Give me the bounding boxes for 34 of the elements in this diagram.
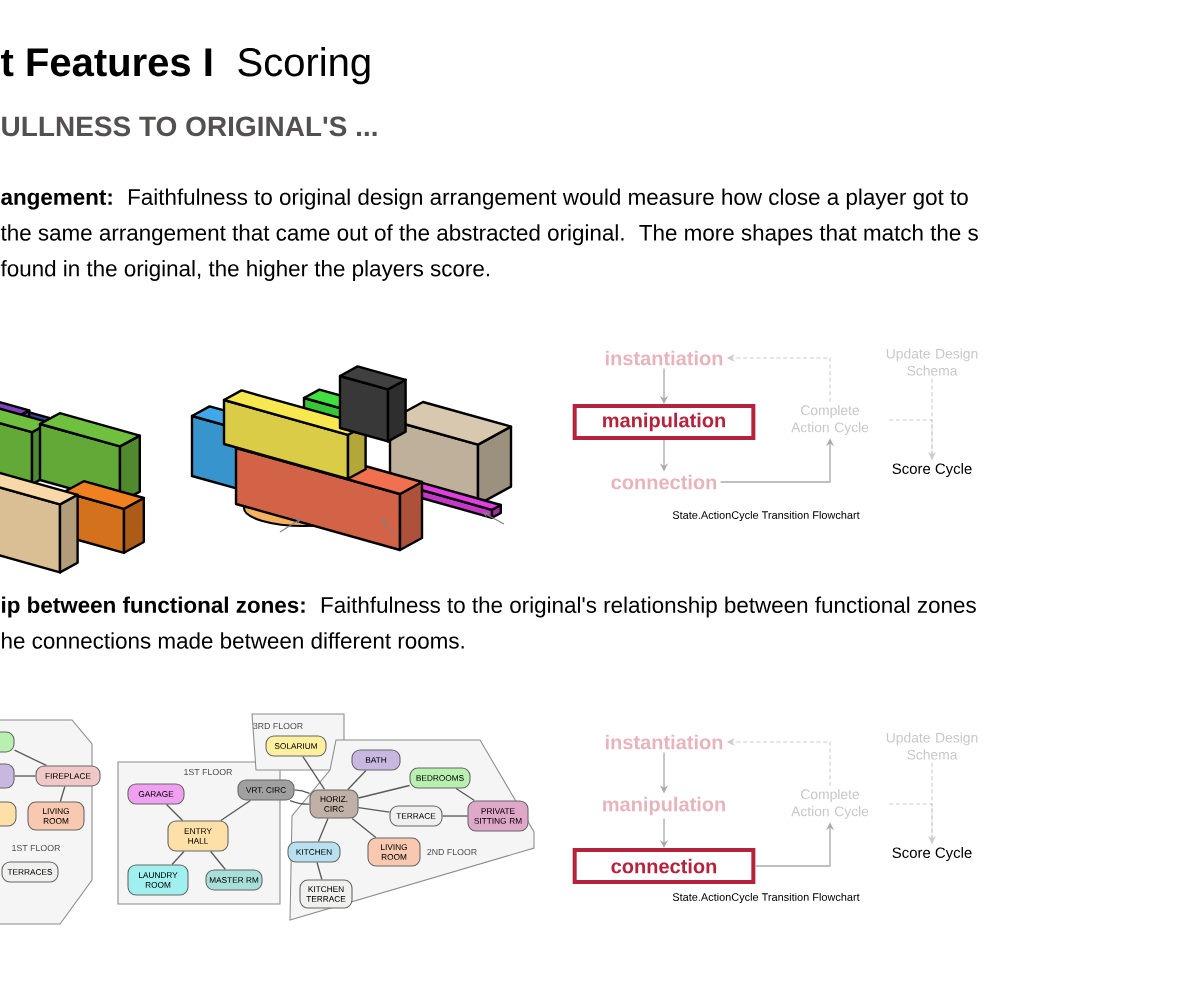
- connector-line: [302, 755, 326, 791]
- room-bubble: [0, 801, 17, 827]
- room-bubble: [0, 763, 15, 789]
- heading: t Features I: [1, 48, 212, 77]
- connector-line: [13, 749, 47, 767]
- paragraph-text: angement: Faithfulness to original design arrangement would measure how close a player got to the same arrangement that came out of the abstracted original. The more shapes that match the s found in the original, the higher the players score.: [0, 188, 978, 281]
- connector-line: [455, 787, 476, 802]
- connector-line: [316, 861, 323, 881]
- paragraph-text: ip between functional zones: Faithfulness to the original's relationship between functional zones he connections made between different rooms.: [2, 596, 976, 649]
- room-bubble: [0, 731, 15, 753]
- connector-line: [888, 419, 933, 461]
- connector-line: [171, 850, 185, 866]
- connector-line: [220, 799, 252, 822]
- state-box: connection: [572, 848, 756, 884]
- state-label: instantiation: [605, 350, 723, 366]
- connector-line: [357, 806, 391, 813]
- state-label: manipulation: [603, 796, 725, 816]
- connector-line: [210, 850, 227, 871]
- connector-line: [165, 803, 184, 822]
- state-label: connection: [611, 474, 717, 490]
- connector-line: [317, 817, 329, 843]
- connector-line: [59, 785, 66, 803]
- connector-line: [293, 789, 311, 794]
- connector-line: [357, 784, 411, 799]
- connector-line: [441, 815, 469, 817]
- heading: Scoring: [238, 47, 370, 85]
- section-heading: ULLNESS TO ORIGINAL'S ...: [2, 116, 377, 137]
- state-label: instantiation: [605, 734, 723, 750]
- connector-line: [289, 799, 311, 805]
- state-box: manipulation: [572, 404, 756, 440]
- connector-line: [13, 775, 37, 777]
- connector-line: [347, 769, 367, 791]
- connector-line: [351, 817, 377, 839]
- connector-line: [888, 803, 933, 845]
